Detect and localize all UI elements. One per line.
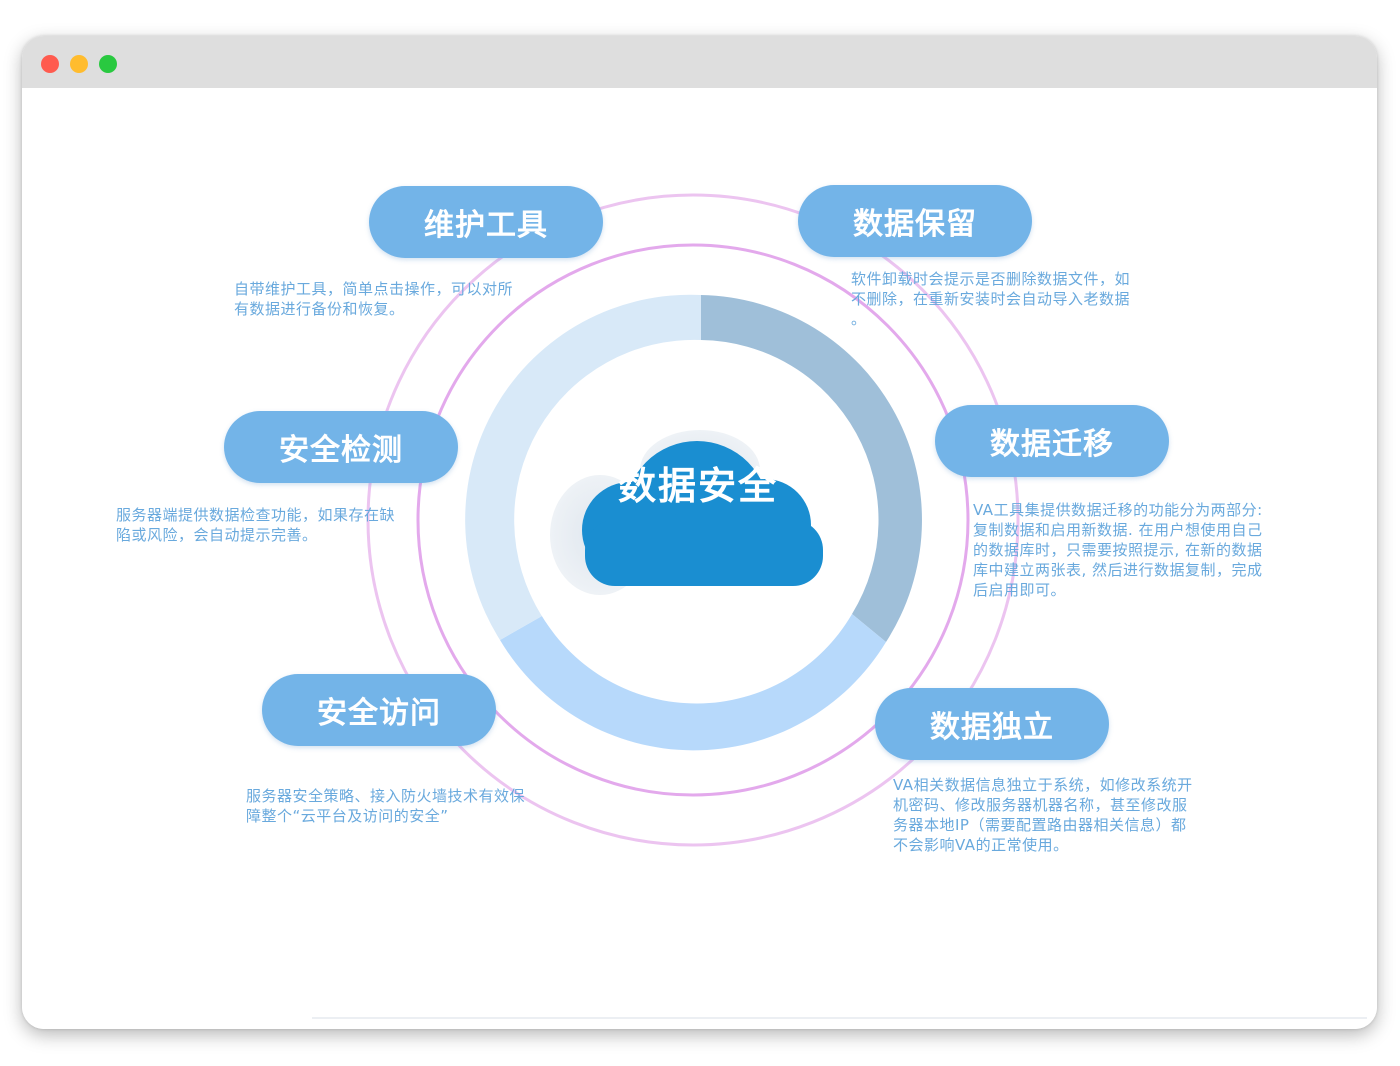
close-window-button[interactable] xyxy=(41,55,59,73)
feature-desc-data-retention: 软件卸载时会提示是否删除数据文件，如 不删除，在重新安装时会自动导入老数据 。 xyxy=(851,270,1131,328)
feature-pill-data-retention[interactable]: 数据保留 xyxy=(798,185,1032,257)
title-bar xyxy=(22,36,1377,88)
maximize-window-button[interactable] xyxy=(99,55,117,73)
divider xyxy=(312,1017,1367,1019)
feature-desc-security-check: 服务器端提供数据检查功能，如果存在缺 陷或风险，会自动提示完善。 xyxy=(116,506,396,544)
outer-ring xyxy=(366,193,1020,847)
cloud-icon xyxy=(582,441,823,586)
donut-segment-mid xyxy=(500,614,886,751)
feature-pill-security-check[interactable]: 安全检测 xyxy=(224,411,458,483)
donut-segment-light xyxy=(465,294,701,640)
donut-segment-dark xyxy=(701,295,922,642)
minimize-window-button[interactable] xyxy=(70,55,88,73)
feature-pill-data-migration[interactable]: 数据迁移 xyxy=(935,405,1169,477)
feature-desc-data-independence: VA相关数据信息独立于系统，如修改系统开 机密码、修改服务器机器名称，甚至修改服… xyxy=(893,776,1193,854)
inner-ring xyxy=(416,243,970,797)
feature-pill-maintenance-tools[interactable]: 维护工具 xyxy=(369,186,603,258)
feature-desc-maintenance-tools: 自带维护工具，简单点击操作，可以对所 有数据进行备份和恢复。 xyxy=(234,280,514,318)
feature-desc-secure-access: 服务器安全策略、接入防火墙技术有效保 障整个“云平台及访问的安全” xyxy=(246,787,526,825)
feature-pill-secure-access[interactable]: 安全访问 xyxy=(262,674,496,746)
feature-desc-data-migration: VA工具集提供数据迁移的功能分为两部分: 复制数据和启用新数据. 在用户想使用自… xyxy=(973,501,1263,599)
feature-pill-data-independence[interactable]: 数据独立 xyxy=(875,688,1109,760)
center-title: 数据安全 xyxy=(617,464,778,508)
